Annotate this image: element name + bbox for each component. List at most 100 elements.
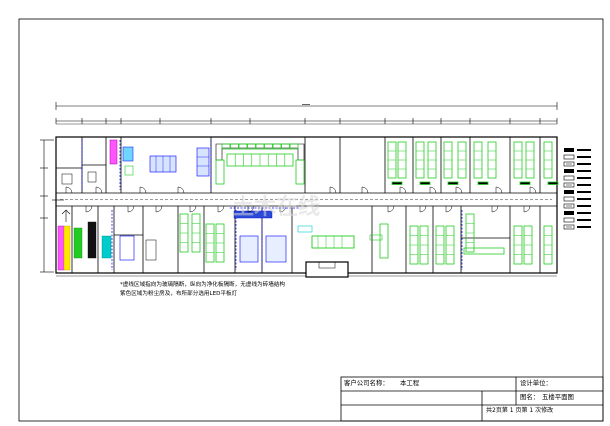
- bench-unit: [523, 225, 533, 265]
- label-bar: [547, 181, 559, 185]
- sheet-border: [18, 18, 604, 422]
- bench-cell: [264, 143, 273, 150]
- bench-unit: [427, 141, 437, 179]
- legend-text-bar: [577, 177, 591, 179]
- title-block: [340, 376, 604, 422]
- drawing-name-label: 图名：: [520, 393, 540, 401]
- outer-walls: [55, 136, 558, 278]
- bench-unit: [543, 141, 553, 179]
- legend-text-bar: [577, 212, 591, 214]
- drawing-notes: *虚线区域指向为玻璃隔断，纵向为净化板隔断，无虚线为砖墙结构 紫色区域为粉尘房及…: [120, 281, 285, 298]
- bench-unit: [513, 141, 523, 179]
- bench-unit: [543, 225, 553, 265]
- door-swing: [279, 205, 287, 213]
- glass-partitions: [81, 140, 463, 270]
- page-info: 共2页第 1 页第 1 次修改: [486, 407, 554, 414]
- bench-unit: [387, 141, 397, 179]
- legend-swatch: [563, 217, 575, 223]
- door-swing: [429, 186, 437, 194]
- bench-cell: [221, 143, 231, 150]
- legend-swatch: [564, 169, 574, 173]
- bench-unit: [513, 225, 523, 265]
- client-value: 本工程: [400, 379, 420, 387]
- door-swing: [189, 205, 197, 213]
- central-lab-bench: [215, 143, 305, 185]
- bench-unit: [215, 223, 225, 263]
- bench-unit: [457, 141, 467, 179]
- legend-entry: [563, 203, 591, 209]
- door-swing: [177, 186, 185, 194]
- door-swing: [387, 205, 395, 213]
- legend-entry: [564, 148, 591, 152]
- note-line-2: 紫色区域为粉尘房及，布所部分选用LED平板灯: [120, 290, 238, 297]
- bench-unit: [179, 213, 189, 253]
- door-swing: [65, 186, 73, 194]
- door-swing: [529, 186, 537, 194]
- bench-unit: [191, 213, 201, 253]
- door-swing: [85, 205, 93, 213]
- legend-text-bar: [577, 149, 591, 151]
- legend-entry: [563, 161, 591, 167]
- bench-unit: [465, 213, 475, 253]
- bench-unit: [409, 225, 419, 265]
- legend-text-bar: [577, 170, 591, 172]
- label-bar: [519, 181, 531, 185]
- bench-unit: [397, 141, 407, 179]
- legend-entry: [564, 211, 591, 215]
- legend-entry: [563, 154, 591, 160]
- watermark: 土木在线: [232, 194, 320, 220]
- drawing-name-value: 五楼平面图: [542, 393, 574, 401]
- note-line-1: *虚线区域指向为玻璃隔断，纵向为净化板隔断，无虚线为砖墙结构: [120, 282, 286, 288]
- door-swing: [523, 205, 531, 213]
- legend-swatch: [563, 203, 575, 209]
- legend-entry: [563, 175, 591, 181]
- bench-cell: [289, 143, 299, 150]
- legend-entry: [564, 169, 591, 173]
- bench-unit: [473, 141, 483, 179]
- legend-swatch: [563, 154, 575, 160]
- bench-cell: [238, 143, 248, 150]
- door-swing: [455, 186, 463, 194]
- door-swing: [247, 205, 255, 213]
- door-swing: [95, 186, 103, 194]
- legend-text-bar: [577, 191, 591, 193]
- bench-cell: [272, 143, 282, 150]
- bench-cell: [255, 143, 265, 150]
- door-swing: [419, 205, 427, 213]
- designer-label: 设计单位：: [520, 379, 552, 387]
- door-swing: [491, 205, 499, 213]
- corridor: [56, 192, 557, 207]
- door-swing: [127, 205, 135, 213]
- legend-text-bar: [577, 184, 591, 186]
- legend-symbols: [563, 148, 591, 230]
- legend-text-bar: [577, 156, 591, 158]
- door-swing: [495, 186, 503, 194]
- legend-text-bar: [577, 205, 591, 207]
- legend-swatch: [563, 161, 575, 167]
- door-swing: [445, 205, 453, 213]
- bench-horizontal: [463, 247, 505, 255]
- legend-swatch: [563, 175, 575, 181]
- label-bar: [477, 181, 489, 185]
- upper-right-benches: [387, 141, 559, 185]
- lower-left-units: [57, 221, 135, 271]
- lower-benches: [145, 213, 553, 265]
- legend-text-bar: [577, 226, 591, 228]
- legend-entry: [563, 224, 591, 230]
- door-swings: [65, 186, 537, 213]
- legend-swatch: [564, 148, 574, 152]
- client-label: 客户公司名称：: [344, 379, 389, 387]
- legend-text-bar: [577, 163, 591, 165]
- upper-left-furniture: [61, 139, 210, 185]
- door-swing: [329, 186, 337, 194]
- bench-cell: [230, 143, 239, 150]
- legend-entry: [563, 182, 591, 188]
- cabinet: [145, 239, 157, 261]
- label-bar: [391, 181, 403, 185]
- dimension-lines: [40, 102, 558, 277]
- bench-unit: [205, 223, 215, 263]
- legend-entry: [563, 196, 591, 202]
- door-swing: [361, 186, 369, 194]
- legend-swatch: [563, 182, 575, 188]
